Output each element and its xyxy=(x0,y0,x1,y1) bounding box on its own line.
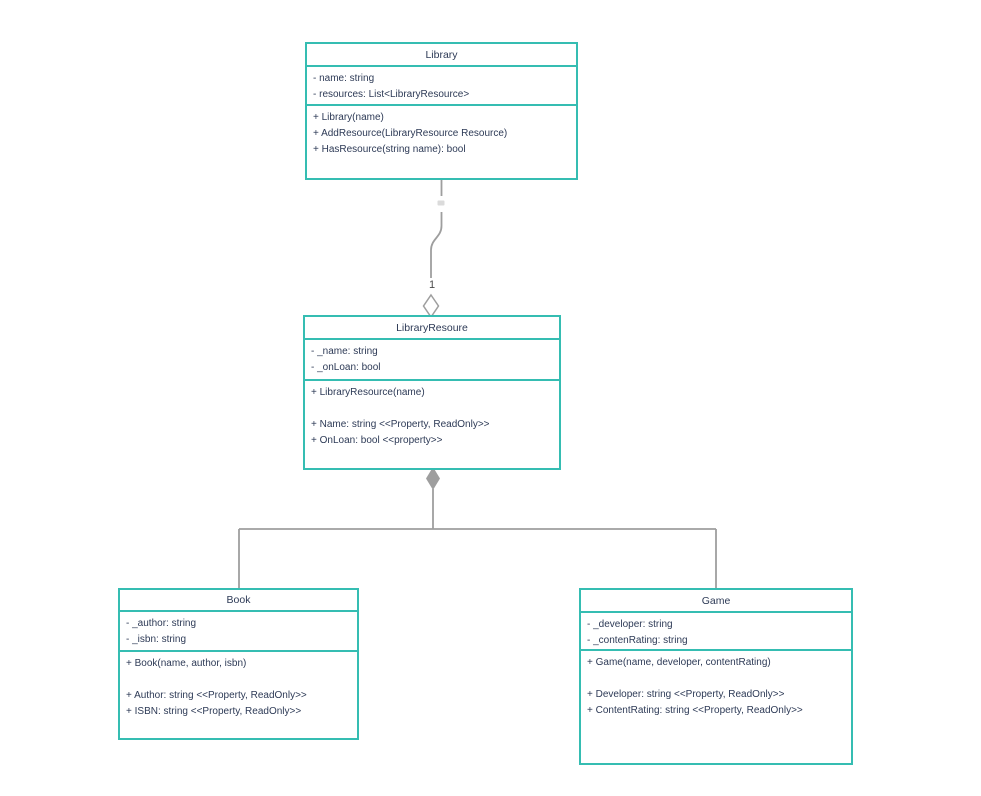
class-box-libraryresource[interactable]: LibraryResoure - _name: string - _onLoan:… xyxy=(303,315,561,470)
member-row: + Developer: string <<Property, ReadOnly… xyxy=(587,689,785,700)
member-row: - _name: string xyxy=(311,346,378,357)
member-row xyxy=(587,671,851,687)
attributes-section: - name: string - resources: List<LibraryR… xyxy=(307,67,576,106)
member-row: + ISBN: string <<Property, ReadOnly>> xyxy=(126,706,302,717)
multiplicity-label: 1 xyxy=(428,279,436,291)
methods-section: + Library(name) + AddResource(LibraryReso… xyxy=(307,106,576,158)
member-row: + Library(name) xyxy=(313,112,384,123)
member-row: + Book(name, author, isbn) xyxy=(126,658,247,669)
class-title: Library xyxy=(307,44,576,67)
member-row: + Author: string <<Property, ReadOnly>> xyxy=(126,690,307,701)
member-row: + ContentRating: string <<Property, Read… xyxy=(587,705,803,716)
member-row: + AddResource(LibraryResource Resource) xyxy=(313,128,508,139)
class-title: LibraryResoure xyxy=(305,317,559,340)
aggregation-line-main xyxy=(430,212,443,278)
member-row: + OnLoan: bool <<property>> xyxy=(311,435,443,446)
member-row: + HasResource(string name): bool xyxy=(313,144,466,155)
aggregation-connector xyxy=(430,180,443,278)
member-row: + Game(name, developer, contentRating) xyxy=(587,657,771,668)
class-box-library[interactable]: Library - name: string - resources: List<… xyxy=(305,42,578,180)
member-row: - _developer: string xyxy=(587,619,673,630)
hollow-diamond-marker xyxy=(422,293,440,319)
class-box-book[interactable]: Book - _author: string - _isbn: string + … xyxy=(118,588,359,740)
member-row xyxy=(311,401,559,417)
methods-section: + Book(name, author, isbn) + Author: str… xyxy=(120,652,357,720)
methods-section: + LibraryResource(name) + Name: string <… xyxy=(305,381,559,449)
member-row: - resources: List<LibraryResource> xyxy=(313,89,470,100)
filled-diamond-marker xyxy=(426,467,440,490)
attributes-section: - _developer: string - _contenRating: str… xyxy=(581,613,851,651)
member-row: + Name: string <<Property, ReadOnly>> xyxy=(311,419,490,430)
methods-section: + Game(name, developer, contentRating) +… xyxy=(581,651,851,719)
member-row: - _onLoan: bool xyxy=(311,362,381,373)
member-row: - _isbn: string xyxy=(126,634,187,645)
attributes-section: - _author: string - _isbn: string xyxy=(120,612,357,652)
attributes-section: - _name: string - _onLoan: bool xyxy=(305,340,559,381)
class-title: Game xyxy=(581,590,851,613)
member-row xyxy=(126,672,357,688)
connector-waypoint-mark xyxy=(437,200,445,206)
composition-tree-connector xyxy=(238,489,717,588)
member-row: - _author: string xyxy=(126,618,197,629)
member-row: - name: string xyxy=(313,73,375,84)
member-row: - _contenRating: string xyxy=(587,635,688,646)
member-row: + LibraryResource(name) xyxy=(311,387,425,398)
class-box-game[interactable]: Game - _developer: string - _contenRating… xyxy=(579,588,853,765)
class-title: Book xyxy=(120,590,357,612)
